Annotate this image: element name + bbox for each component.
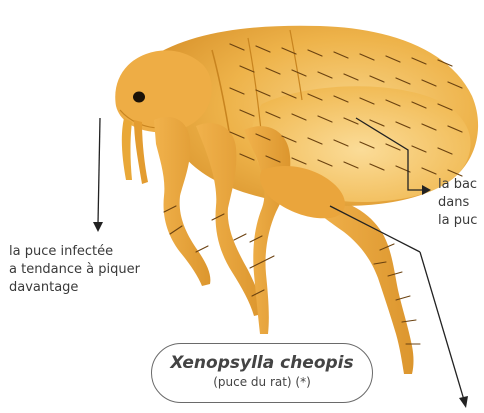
hair-stroke	[196, 246, 208, 252]
note-line: dans	[438, 194, 484, 212]
arrow-left	[93, 118, 103, 232]
note-line: a tendance à piquer	[9, 261, 140, 279]
species-scientific-name: Xenopsylla cheopis	[152, 353, 372, 373]
species-label-box: Xenopsylla cheopis (puce du rat) (*)	[151, 343, 373, 403]
note-line: la puc	[438, 212, 484, 230]
hair-stroke	[234, 234, 246, 240]
note-line: la bac	[438, 176, 484, 194]
flea-eye	[133, 92, 145, 103]
note-line: la puce infectée	[9, 243, 140, 261]
species-common-name: (puce du rat) (*)	[152, 375, 372, 389]
note-line: davantage	[9, 279, 140, 297]
bacteria-note: la bac dans la puc	[438, 176, 484, 230]
infected-flea-note: la puce infectée a tendance à piquer dav…	[9, 243, 140, 297]
